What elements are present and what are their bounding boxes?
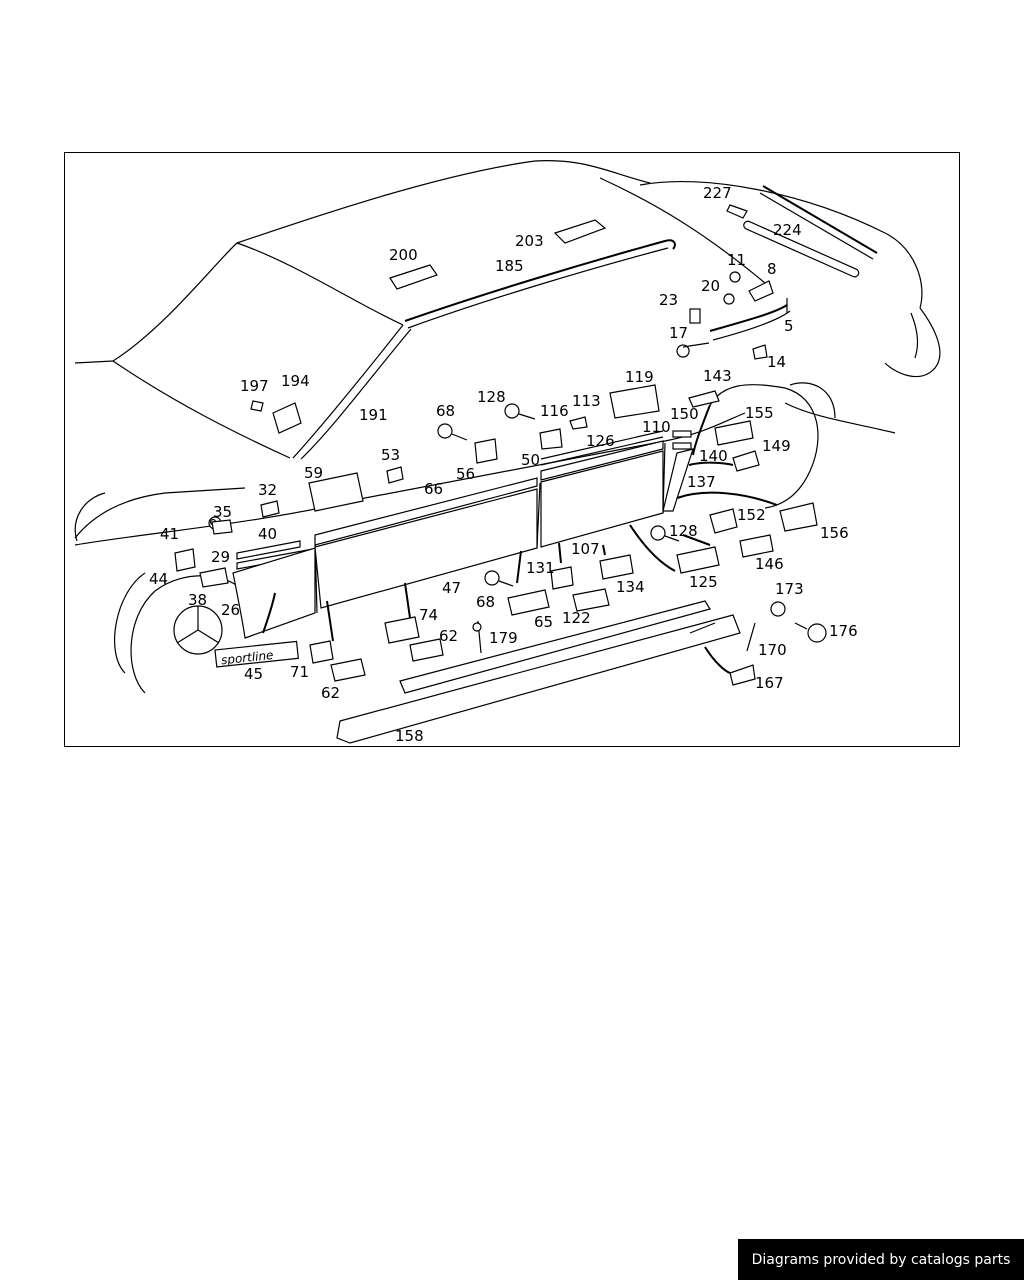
watermark-banner: Diagrams provided by catalogs parts xyxy=(738,1239,1024,1280)
callout-156: 156 xyxy=(820,524,849,542)
callout-32: 32 xyxy=(258,481,277,499)
callout-149: 149 xyxy=(762,437,791,455)
callout-137: 137 xyxy=(687,473,716,491)
callout-194: 194 xyxy=(281,372,310,390)
callout-23: 23 xyxy=(659,291,678,309)
callout-167: 167 xyxy=(755,674,784,692)
callout-47: 47 xyxy=(442,579,461,597)
callout-41: 41 xyxy=(160,525,179,543)
callout-200: 200 xyxy=(389,246,418,264)
emblem-text: sportline xyxy=(220,648,274,667)
callout-227: 227 xyxy=(703,184,732,202)
callout-110: 110 xyxy=(642,418,671,436)
callout-185: 185 xyxy=(495,257,524,275)
callout-11: 11 xyxy=(727,251,746,269)
callout-20: 20 xyxy=(701,277,720,295)
callout-203: 203 xyxy=(515,232,544,250)
callout-74: 74 xyxy=(419,606,438,624)
callout-66: 66 xyxy=(424,480,443,498)
trunk-lid-strip xyxy=(743,185,878,278)
door-molding-strips xyxy=(232,430,694,639)
watermark-text: Diagrams provided by catalogs parts xyxy=(751,1251,1011,1268)
callout-59: 59 xyxy=(304,464,323,482)
callout-134: 134 xyxy=(616,578,645,596)
callout-179: 179 xyxy=(489,629,518,647)
callout-68-lower: 68 xyxy=(476,593,495,611)
callout-45: 45 xyxy=(244,665,263,683)
callout-56: 56 xyxy=(456,465,475,483)
callout-62-lower: 62 xyxy=(321,684,340,702)
callout-143: 143 xyxy=(703,367,732,385)
car-body-outline xyxy=(74,160,941,694)
callout-40: 40 xyxy=(258,525,277,543)
callout-158: 158 xyxy=(395,727,424,745)
callout-65: 65 xyxy=(534,613,553,631)
callout-116: 116 xyxy=(540,402,569,420)
callout-17: 17 xyxy=(669,324,688,342)
callout-155: 155 xyxy=(745,404,774,422)
callout-50: 50 xyxy=(521,451,540,469)
callout-38: 38 xyxy=(188,591,207,609)
callout-labels: 227 224 203 200 185 11 8 20 23 5 17 14 1… xyxy=(149,184,858,745)
callout-146: 146 xyxy=(755,555,784,573)
callout-62-upper: 62 xyxy=(439,627,458,645)
rocker-panels xyxy=(336,600,741,744)
callout-128-upper: 128 xyxy=(477,388,506,406)
callout-125: 125 xyxy=(689,573,718,591)
callout-170: 170 xyxy=(758,641,787,659)
callout-44: 44 xyxy=(149,570,168,588)
callout-152: 152 xyxy=(737,506,766,524)
callout-224: 224 xyxy=(773,221,802,239)
callout-122: 122 xyxy=(562,609,591,627)
callout-14: 14 xyxy=(767,353,786,371)
callout-71: 71 xyxy=(290,663,309,681)
callout-29: 29 xyxy=(211,548,230,566)
callout-35: 35 xyxy=(213,503,232,521)
callout-26: 26 xyxy=(221,601,240,619)
pointer-arrows xyxy=(262,404,778,674)
callout-150: 150 xyxy=(670,405,699,423)
callout-176: 176 xyxy=(829,622,858,640)
callout-113: 113 xyxy=(572,392,601,410)
callout-131: 131 xyxy=(526,559,555,577)
callout-107: 107 xyxy=(571,540,600,558)
callout-197: 197 xyxy=(240,377,269,395)
callout-126: 126 xyxy=(586,432,615,450)
callout-5: 5 xyxy=(784,317,794,335)
callout-53: 53 xyxy=(381,446,400,464)
diagram-drawing: sportline 227 224 203 200 185 11 8 2 xyxy=(74,160,941,745)
parts-diagram: sportline 227 224 203 200 185 11 8 2 xyxy=(64,152,960,747)
roof-rail-strip xyxy=(404,239,676,329)
callout-191: 191 xyxy=(359,406,388,424)
callout-68-upper: 68 xyxy=(436,402,455,420)
callout-8: 8 xyxy=(767,260,777,278)
callout-119: 119 xyxy=(625,368,654,386)
rear-lid-strip xyxy=(709,298,791,341)
callout-128-lower: 128 xyxy=(669,522,698,540)
sportline-emblem: sportline xyxy=(214,640,299,668)
small-parts xyxy=(174,204,827,686)
callout-140: 140 xyxy=(699,447,728,465)
callout-173: 173 xyxy=(775,580,804,598)
